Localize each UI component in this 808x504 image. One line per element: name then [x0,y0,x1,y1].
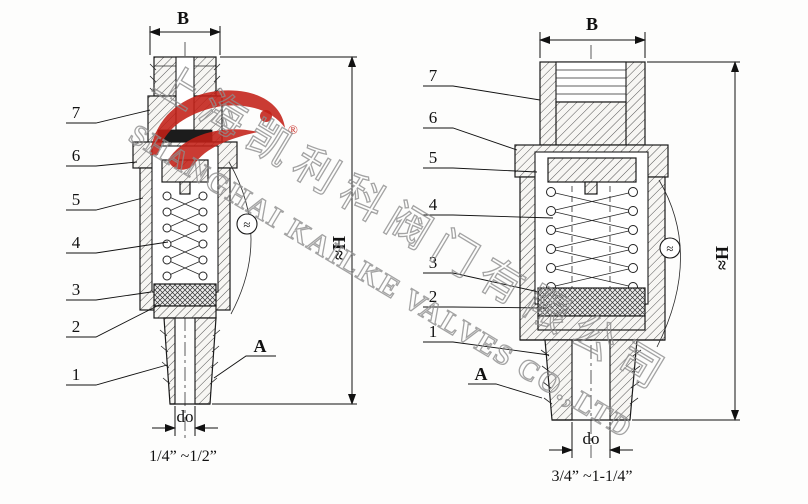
right-detail-marker-label: ≈ [666,241,673,256]
right-part-numbers: 7 6 5 4 3 2 1 [423,66,554,356]
right-dim-b-label: B [586,14,598,34]
part-number-label: 6 [72,146,81,165]
left-section-label-A: A [213,336,276,379]
part-number-label: 6 [429,108,438,127]
left-dim-do-label: do [177,407,194,426]
right-size-caption: 3/4” ~1-1/4” [551,468,632,485]
part-number-label: 7 [429,66,438,85]
right-dimension-B: B [539,14,646,58]
left-dimension-B: B [149,8,221,55]
left-dimension-H: ≈H [212,56,357,405]
right-dim-h-label: ≈H [712,246,732,270]
right-detail-circle [659,237,681,259]
left-size-caption: 1/4” ~1/2” [149,448,217,465]
right-a-label: A [475,364,488,384]
right-dimension-do: do [549,422,633,458]
right-dim-do-label: do [583,429,600,448]
right-detail-arc [656,179,681,348]
left-bottom-stem [159,317,221,405]
right-dimension-H: ≈H [632,61,740,421]
right-valve-view: ≈ B ≈H do A [423,14,740,485]
left-dim-b-label: B [177,8,189,28]
left-part-numbers: 7 6 5 4 3 2 1 [66,103,169,386]
right-seal-retainer [537,315,646,331]
left-a-label: A [254,336,267,356]
part-number-label: 4 [429,195,438,214]
part-number-label: 7 [72,103,81,122]
right-section-label-A: A [468,364,543,399]
part-number-label: 1 [429,322,438,341]
right-valve-cross-section: ≈ [514,61,681,421]
part-number-label: 3 [72,280,81,299]
company-logo: ® [150,90,298,170]
left-seal-retainer [153,305,217,319]
left-seal [153,283,217,307]
right-poppet-disc [547,157,637,183]
left-detail-circle [236,213,258,235]
part-number-label: 4 [72,233,81,252]
right-bottom-stem [540,339,642,421]
left-spring [162,191,208,281]
left-dimension-do: do [152,406,218,436]
part-number-label: 3 [429,253,438,272]
part-number-label: 1 [72,365,81,384]
left-dim-h-label: ≈H [329,236,349,260]
part-number-label: 2 [429,287,438,306]
left-detail-arc [228,161,252,315]
registered-trademark: ® [288,122,298,137]
left-detail-marker-label: ≈ [243,217,250,232]
part-number-label: 5 [429,148,438,167]
part-number-label: 2 [72,317,81,336]
part-number-label: 5 [72,190,81,209]
